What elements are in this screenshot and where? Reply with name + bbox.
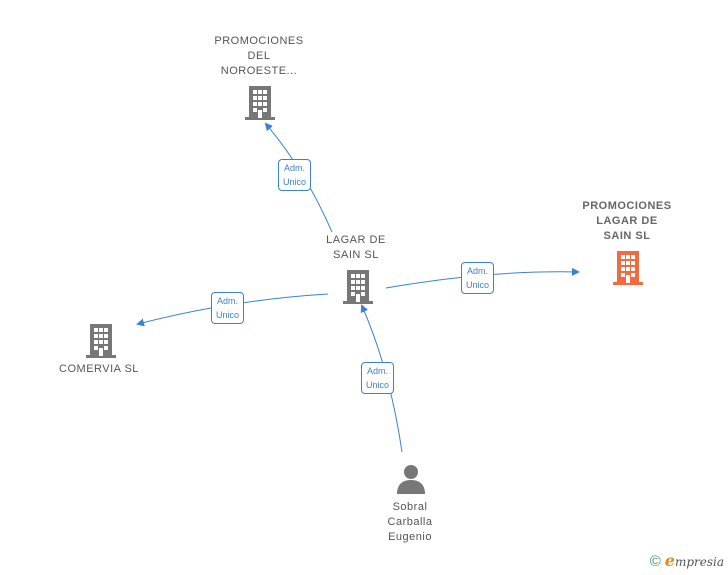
node-label: COMERVIA SL	[59, 363, 139, 375]
building-icon	[343, 270, 373, 304]
copyright-icon: ©	[649, 553, 661, 570]
edge-label-to-comervia[interactable]: Adm. Unico	[211, 292, 245, 324]
node-label: LAGAR DE SAIN SL	[326, 234, 386, 261]
building-icon	[613, 251, 643, 285]
node-label: PROMOCIONES LAGAR DE SAIN SL	[582, 200, 672, 242]
node-label: Sobral Carballa Eugenio	[387, 501, 433, 543]
building-icon	[86, 324, 116, 358]
building-icon	[245, 86, 275, 120]
person-icon	[397, 465, 425, 494]
edge-label-to-noroeste[interactable]: Adm. Unico	[278, 159, 312, 191]
footer-credit: ©empresia	[650, 551, 724, 570]
edge-label-to-promociones[interactable]: Adm. Unico	[461, 262, 495, 294]
node-label: PROMOCIONES DEL NOROESTE...	[214, 35, 304, 77]
edge-label-from-sobral[interactable]: Adm. Unico	[361, 362, 395, 394]
brand-logo[interactable]: empresia	[664, 551, 724, 570]
